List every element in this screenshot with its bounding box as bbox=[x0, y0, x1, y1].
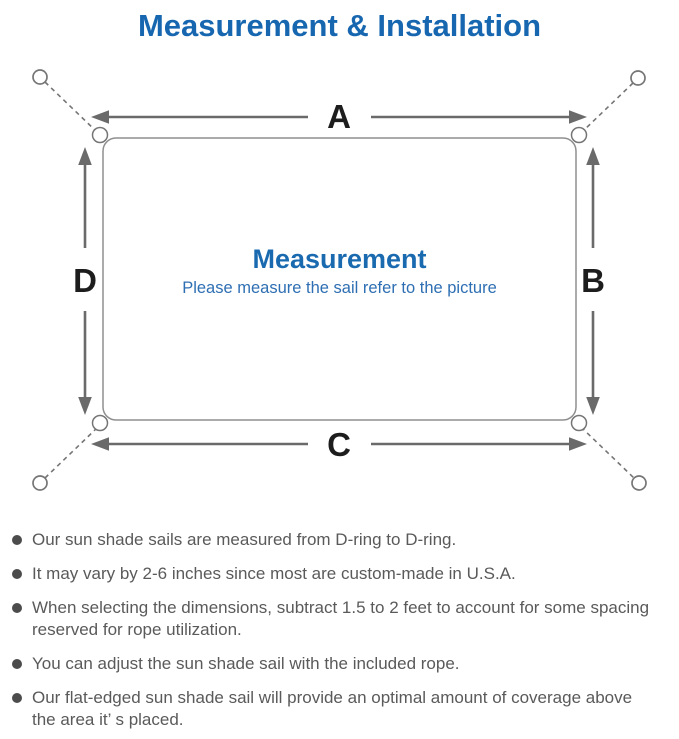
d-ring-icon bbox=[570, 126, 588, 144]
diagram-center-subtitle: Please measure the sail refer to the pic… bbox=[182, 279, 497, 297]
note-line: When selecting the dimensions, subtract … bbox=[32, 598, 650, 617]
dim-label-d: D bbox=[73, 262, 97, 299]
note-text: Our sun shade sails are measured from D-… bbox=[32, 529, 456, 551]
note-text: You can adjust the sun shade sail with t… bbox=[32, 653, 460, 675]
anchor-ring-icon bbox=[32, 475, 48, 491]
corner-d-rings bbox=[91, 126, 588, 432]
guy-line-bottom-right bbox=[580, 426, 635, 479]
d-ring-icon bbox=[91, 126, 109, 144]
dim-arrow-b bbox=[586, 147, 600, 415]
anchor-rings bbox=[32, 69, 647, 491]
note-line: reserved for rope utilization. bbox=[32, 620, 242, 639]
measurement-diagram: A B C D Measurement Please measure the s… bbox=[32, 69, 647, 491]
anchor-ring-icon bbox=[631, 475, 647, 491]
bullet-icon bbox=[12, 659, 22, 669]
diagram-center-title: Measurement bbox=[252, 244, 426, 274]
list-item: Our sun shade sails are measured from D-… bbox=[0, 529, 679, 551]
corner-guy-lines bbox=[44, 81, 635, 479]
note-line: Our flat-edged sun shade sail will provi… bbox=[32, 688, 633, 707]
dimension-arrows bbox=[78, 110, 600, 451]
guy-line-bottom-left bbox=[44, 426, 99, 479]
dim-label-b: B bbox=[581, 262, 605, 299]
bullet-icon bbox=[12, 569, 22, 579]
dim-label-c: C bbox=[327, 426, 351, 463]
bullet-icon bbox=[12, 535, 22, 545]
note-text: Our flat-edged sun shade sail will provi… bbox=[32, 687, 632, 731]
sail-outline bbox=[102, 137, 577, 421]
list-item: Our flat-edged sun shade sail will provi… bbox=[0, 687, 679, 731]
note-text: When selecting the dimensions, subtract … bbox=[32, 597, 649, 641]
dim-arrow-d bbox=[78, 147, 92, 415]
bullet-icon bbox=[12, 693, 22, 703]
list-item: It may vary by 2-6 inches since most are… bbox=[0, 563, 679, 585]
notes-list: Our sun shade sails are measured from D-… bbox=[0, 529, 679, 731]
note-line: It may vary by 2-6 inches since most are… bbox=[32, 564, 516, 583]
bullet-icon bbox=[12, 603, 22, 613]
guy-line-top-left bbox=[44, 81, 99, 134]
d-ring-icon bbox=[570, 414, 588, 432]
d-ring-icon bbox=[91, 414, 109, 432]
note-line: You can adjust the sun shade sail with t… bbox=[32, 654, 460, 673]
note-line: Our sun shade sails are measured from D-… bbox=[32, 530, 457, 549]
dim-label-a: A bbox=[327, 98, 351, 135]
anchor-ring-icon bbox=[32, 69, 48, 85]
note-line: the area it’ s placed. bbox=[32, 710, 184, 729]
list-item: You can adjust the sun shade sail with t… bbox=[0, 653, 679, 675]
page-title: Measurement & Installation bbox=[137, 8, 542, 43]
anchor-ring-icon bbox=[630, 70, 646, 86]
guy-line-top-right bbox=[580, 82, 634, 134]
list-item: When selecting the dimensions, subtract … bbox=[0, 597, 679, 641]
dim-arrow-c bbox=[91, 437, 587, 451]
dim-arrow-a bbox=[91, 110, 587, 124]
note-text: It may vary by 2-6 inches since most are… bbox=[32, 563, 516, 585]
